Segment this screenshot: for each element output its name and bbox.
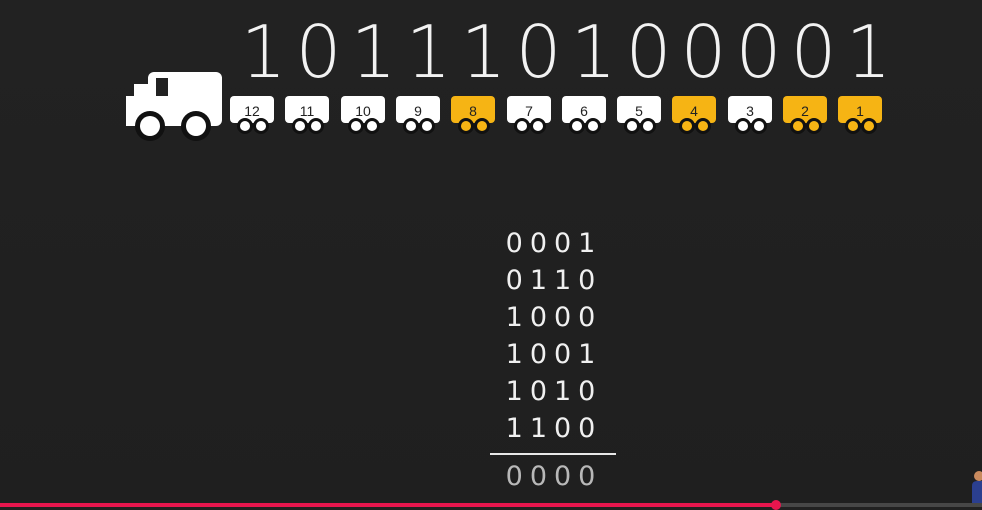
car-label-6: 6 — [562, 96, 606, 123]
binary-digit-6: 1 — [570, 10, 617, 94]
wheel-icon — [348, 118, 364, 134]
operand-row: 1100 — [505, 413, 603, 444]
train-car-3: 3 — [728, 96, 772, 134]
car-label-7: 7 — [507, 96, 551, 123]
car-label-1: 1 — [838, 96, 882, 123]
binary-digit-10: 1 — [350, 10, 397, 94]
train-car-8: 8 — [451, 96, 495, 134]
wheel-icon — [624, 118, 640, 134]
operand-row: 1010 — [505, 376, 603, 407]
train-car-7: 7 — [507, 96, 551, 134]
wheel-icon — [845, 118, 861, 134]
train-car-5: 5 — [617, 96, 661, 134]
binary-number: 1 0 1 1 1 0 1 0 0 0 0 1 — [236, 10, 892, 94]
wheel-icon — [237, 118, 253, 134]
wheel-icon — [364, 118, 380, 134]
operand-row: 1000 — [505, 302, 603, 333]
wheel-icon — [735, 118, 751, 134]
binary-digit-4: 0 — [680, 10, 727, 94]
xor-sum: 0001 0110 1000 1001 1010 1100 0000 — [490, 228, 618, 498]
wheel-icon — [419, 118, 435, 134]
wheel-icon — [569, 118, 585, 134]
binary-digit-9: 1 — [405, 10, 452, 94]
binary-digit-2: 0 — [790, 10, 837, 94]
wheel-icon — [403, 118, 419, 134]
wheel-icon — [530, 118, 546, 134]
wheel-icon — [514, 118, 530, 134]
car-label-2: 2 — [783, 96, 827, 123]
wheel-icon — [474, 118, 490, 134]
train-car-6: 6 — [562, 96, 606, 134]
train-car-2: 2 — [783, 96, 827, 134]
car-label-3: 3 — [728, 96, 772, 123]
train-car-12: 12 — [230, 96, 274, 134]
car-label-4: 4 — [672, 96, 716, 123]
wheel-icon — [790, 118, 806, 134]
wheel-icon — [253, 118, 269, 134]
binary-digit-11: 0 — [295, 10, 342, 94]
wheel-icon — [458, 118, 474, 134]
binary-digit-3: 0 — [735, 10, 782, 94]
train-car-11: 11 — [285, 96, 329, 134]
wheel-icon — [585, 118, 601, 134]
binary-digit-8: 1 — [460, 10, 507, 94]
car-label-12: 12 — [230, 96, 274, 123]
train-car-10: 10 — [341, 96, 385, 134]
train-car-9: 9 — [396, 96, 440, 134]
sum-divider — [490, 453, 616, 455]
wheel-icon — [695, 118, 711, 134]
binary-digit-5: 0 — [625, 10, 672, 94]
car-label-11: 11 — [285, 96, 329, 123]
car-label-8: 8 — [451, 96, 495, 123]
video-progress-bar[interactable] — [0, 500, 982, 510]
video-progress-fill — [0, 503, 776, 507]
result-row: 0000 — [505, 461, 603, 492]
wheel-icon — [292, 118, 308, 134]
car-label-10: 10 — [341, 96, 385, 123]
binary-digit-1: 1 — [845, 10, 892, 94]
train-car-4: 4 — [672, 96, 716, 134]
wheel-icon — [640, 118, 656, 134]
car-label-9: 9 — [396, 96, 440, 123]
wheel-icon — [679, 118, 695, 134]
operand-row: 1001 — [505, 339, 603, 370]
presenter-avatar-icon — [972, 471, 982, 503]
operand-row: 0001 — [505, 228, 603, 259]
wheel-icon — [751, 118, 767, 134]
wheel-icon — [308, 118, 324, 134]
car-label-5: 5 — [617, 96, 661, 123]
wheel-icon — [861, 118, 877, 134]
binary-digit-7: 0 — [515, 10, 562, 94]
train-car-1: 1 — [838, 96, 882, 134]
wheel-icon — [806, 118, 822, 134]
video-scrubber-handle[interactable] — [770, 500, 781, 510]
train-cars: 12 11 10 9 8 7 6 — [230, 96, 890, 136]
train-engine-icon — [126, 72, 222, 141]
binary-digit-12: 1 — [240, 10, 287, 94]
operand-row: 0110 — [505, 265, 603, 296]
